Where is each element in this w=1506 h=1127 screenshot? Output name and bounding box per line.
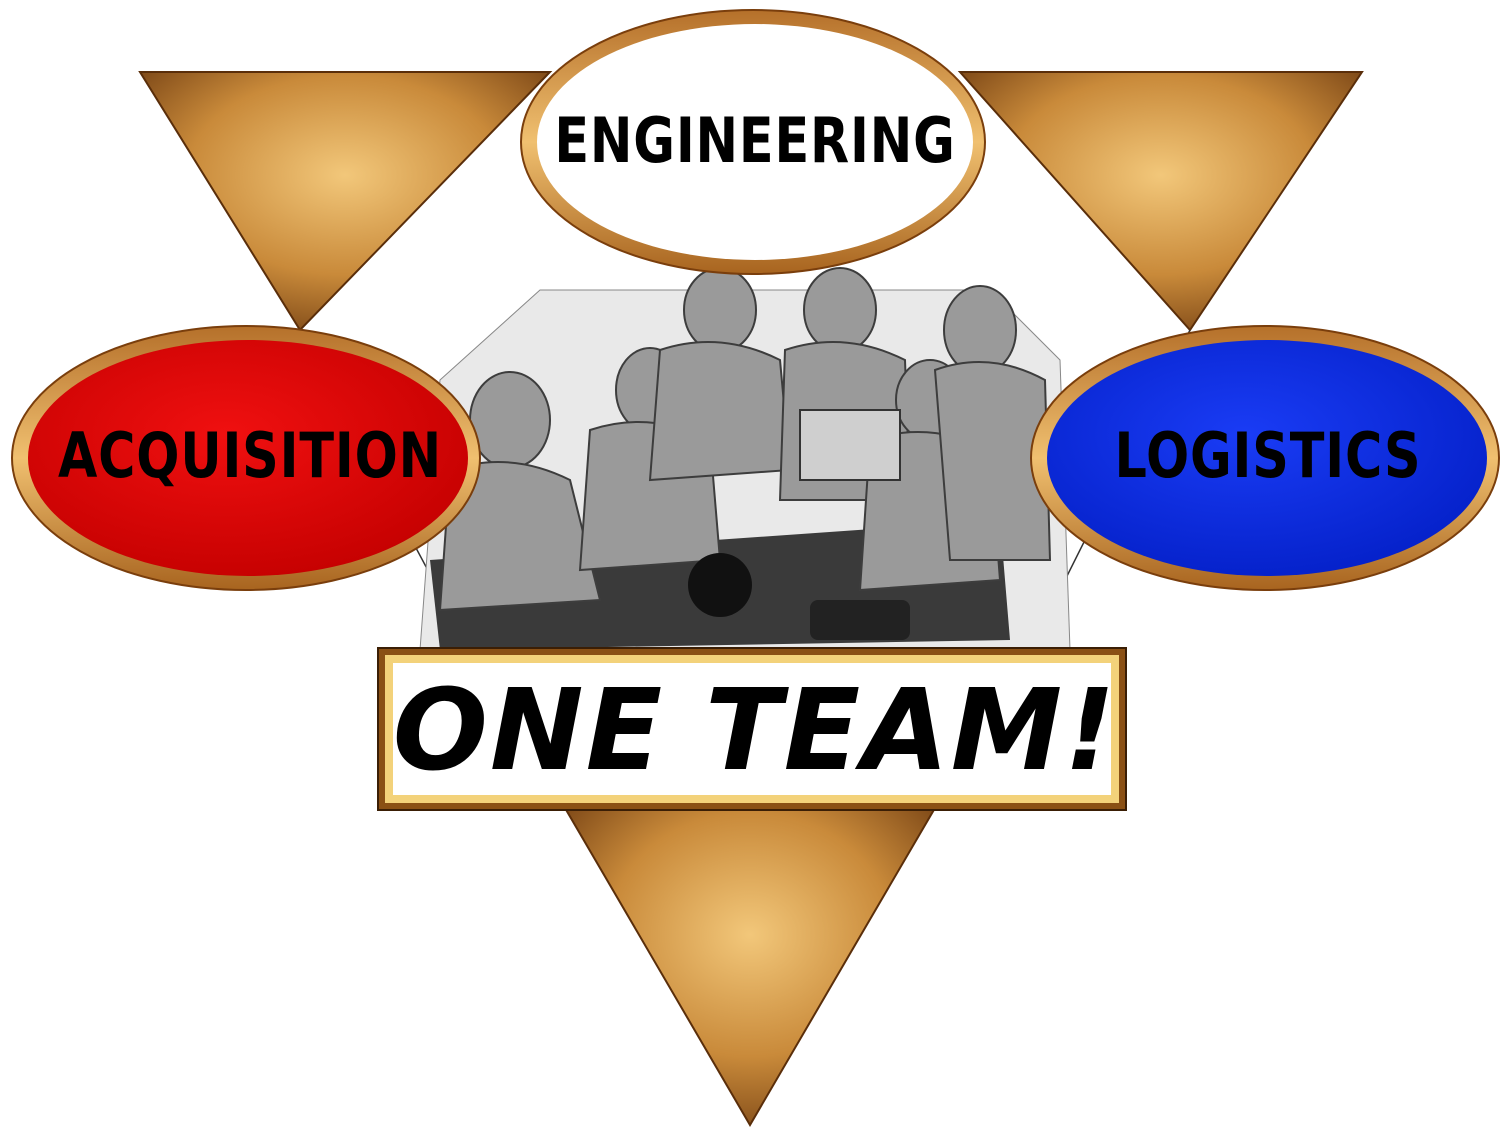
one-team-slogan: ONE TEAM! [392, 666, 1118, 796]
team-meeting-illustration [419, 267, 1071, 651]
triangle-bottom [563, 807, 937, 1127]
triangle-top-right [957, 71, 1364, 332]
triangle-top-left [138, 71, 553, 332]
acquisition-ellipse [28, 340, 468, 576]
logistics-label: LOGISTICS [1114, 418, 1422, 492]
one-team-banner [393, 663, 1111, 795]
engineering-ellipse [537, 24, 973, 260]
acquisition-label: ACQUISITION [58, 418, 442, 492]
engineering-label: ENGINEERING [554, 103, 956, 177]
logistics-ellipse [1047, 340, 1487, 576]
